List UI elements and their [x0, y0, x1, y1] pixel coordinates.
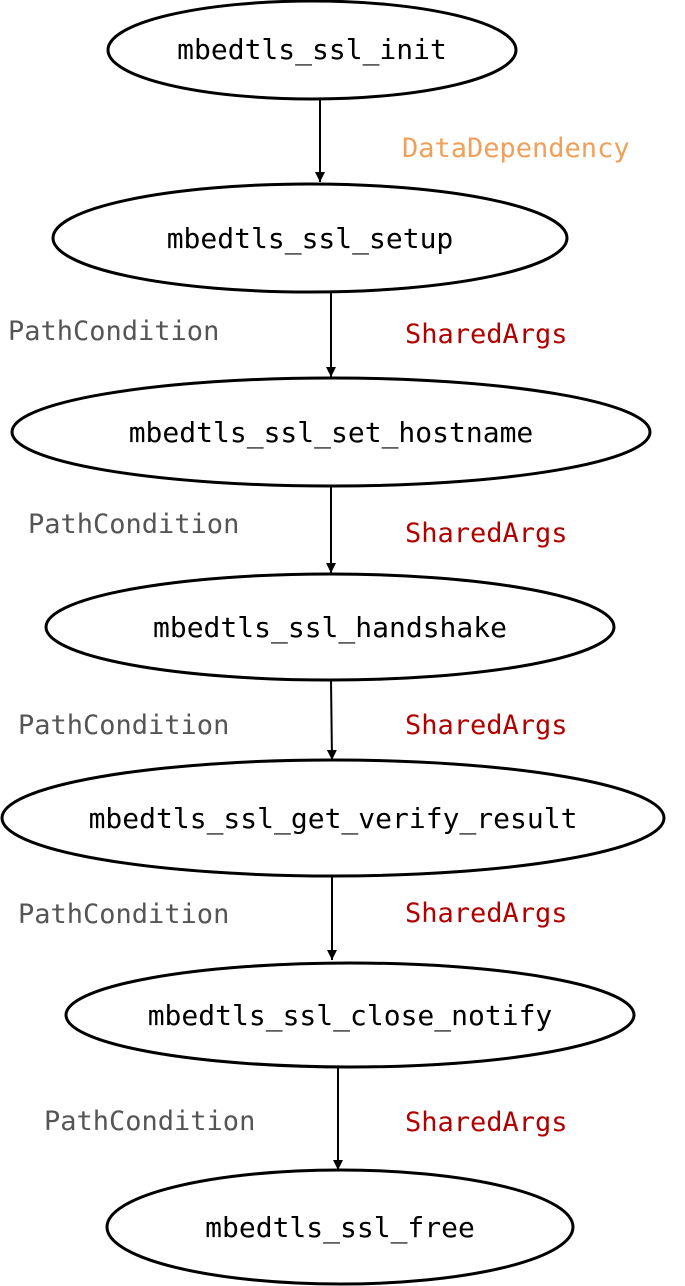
edge-label-path-condition: PathCondition: [18, 710, 229, 741]
edge-close-notify-to-free: PathCondition SharedArgs: [44, 1067, 568, 1170]
edge-label-shared-args: SharedArgs: [405, 319, 568, 350]
node-label: mbedtls_ssl_setup: [167, 222, 454, 256]
edges: DataDependency PathCondition SharedArgs …: [8, 100, 630, 1170]
edge-label-path-condition: PathCondition: [44, 1106, 255, 1137]
node-ellipse: [44, 572, 616, 682]
node-label: mbedtls_ssl_free: [205, 1211, 475, 1245]
node-ellipse: [64, 961, 636, 1069]
edge-set-hostname-to-handshake: PathCondition SharedArgs: [28, 486, 568, 573]
edge-label-path-condition: PathCondition: [28, 509, 239, 540]
node-mbedtls-ssl-handshake[interactable]: mbedtls_ssl_handshake: [44, 572, 616, 682]
edge-label-path-condition: PathCondition: [8, 316, 219, 347]
nodes: mbedtls_ssl_init mbedtls_ssl_setup mbedt…: [0, 0, 666, 1286]
edge-label-shared-args: SharedArgs: [405, 518, 568, 549]
node-mbedtls-ssl-free[interactable]: mbedtls_ssl_free: [105, 1168, 575, 1286]
edge-get-verify-result-to-close-notify: PathCondition SharedArgs: [18, 876, 568, 960]
node-label: mbedtls_ssl_handshake: [153, 611, 507, 645]
edge-handshake-to-get-verify-result: PathCondition SharedArgs: [18, 679, 568, 761]
edge-label-data-dependency: DataDependency: [402, 133, 630, 164]
edge-label-path-condition: PathCondition: [18, 899, 229, 930]
node-label: mbedtls_ssl_get_verify_result: [89, 802, 578, 836]
node-label: mbedtls_ssl_init: [177, 33, 447, 67]
node-label: mbedtls_ssl_close_notify: [148, 999, 553, 1033]
edge-label-shared-args: SharedArgs: [405, 1107, 568, 1138]
edge-init-to-setup: DataDependency: [315, 100, 630, 182]
node-mbedtls-ssl-set-hostname[interactable]: mbedtls_ssl_set_hostname: [10, 376, 652, 488]
node-mbedtls-ssl-get-verify-result[interactable]: mbedtls_ssl_get_verify_result: [0, 758, 666, 878]
node-ellipse: [10, 376, 652, 488]
edge-label-shared-args: SharedArgs: [405, 898, 568, 929]
node-ellipse: [51, 182, 569, 294]
edge-setup-to-set-hostname: PathCondition SharedArgs: [8, 292, 568, 377]
edge-label-shared-args: SharedArgs: [405, 710, 568, 741]
node-label: mbedtls_ssl_set_hostname: [129, 416, 534, 450]
node-mbedtls-ssl-init[interactable]: mbedtls_ssl_init: [106, 0, 518, 101]
node-ellipse: [105, 1168, 575, 1286]
node-ellipse: [106, 0, 518, 101]
node-mbedtls-ssl-setup[interactable]: mbedtls_ssl_setup: [51, 182, 569, 294]
node-ellipse: [0, 758, 666, 878]
node-mbedtls-ssl-close-notify[interactable]: mbedtls_ssl_close_notify: [64, 961, 636, 1069]
